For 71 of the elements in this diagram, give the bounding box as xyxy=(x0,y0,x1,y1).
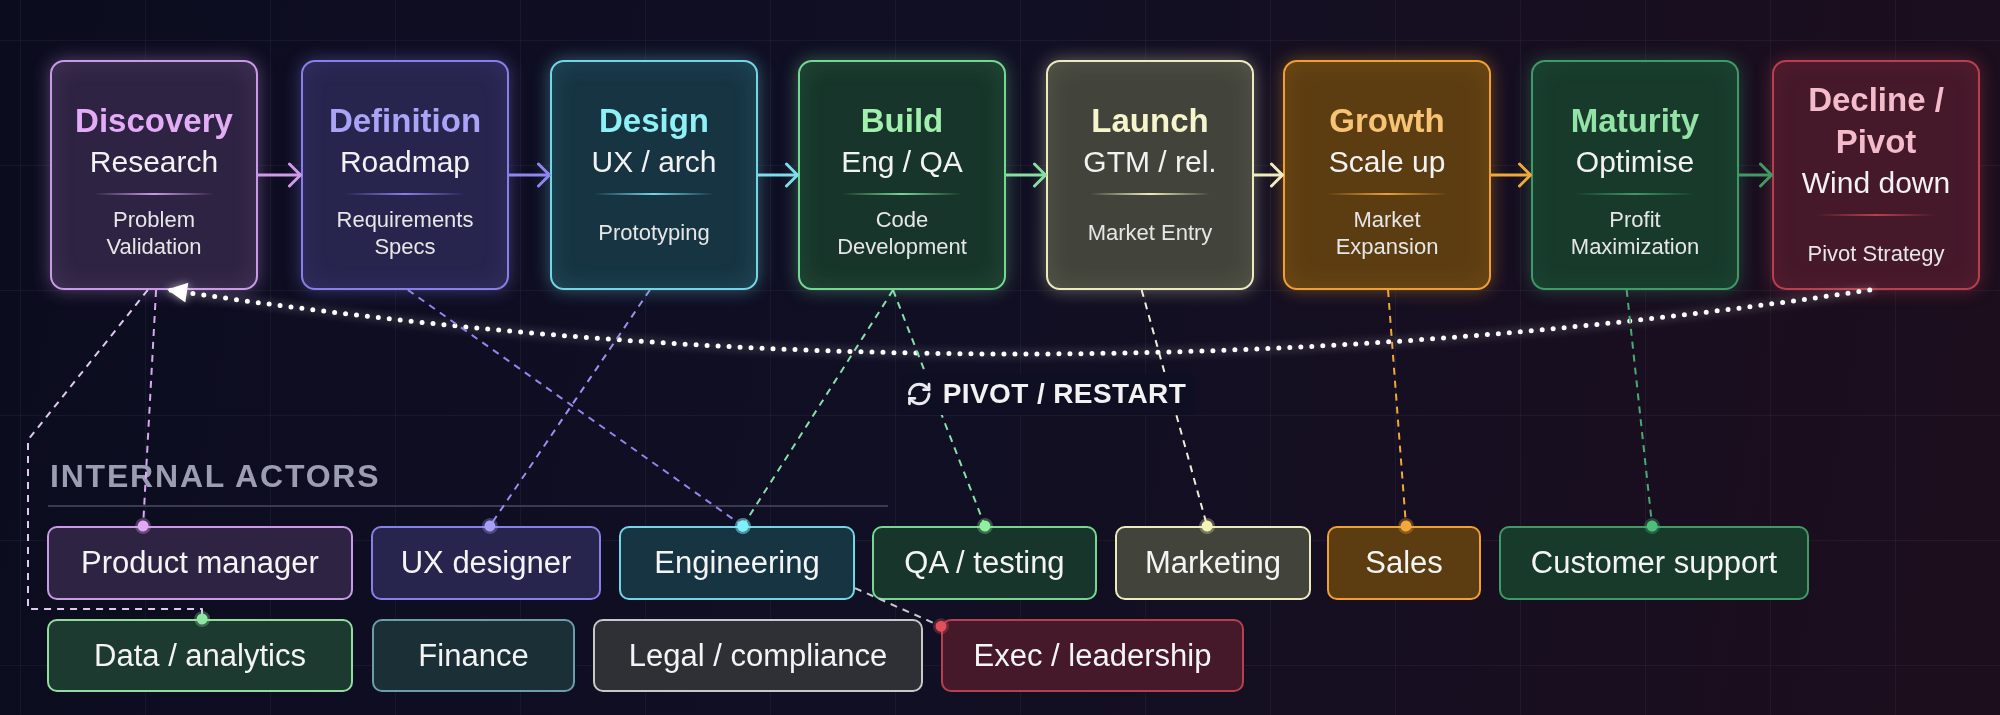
dashed-connector xyxy=(1387,289,1414,534)
stage-subtitle: Optimise xyxy=(1575,143,1695,180)
stage-description: Pivot Strategy xyxy=(1807,240,1945,267)
stage-card xyxy=(550,60,758,290)
arrow xyxy=(1006,162,1047,188)
arrow xyxy=(758,162,799,188)
stage-subtitle: GTM / rel. xyxy=(1083,143,1217,180)
stage-subtitle: Roadmap xyxy=(339,143,471,180)
dashed-connector xyxy=(854,587,949,635)
actor-card xyxy=(47,619,353,692)
actor-card xyxy=(47,526,353,600)
stage-title: Build xyxy=(860,100,944,141)
arrow xyxy=(1491,162,1532,188)
actor-name: QA / testing xyxy=(904,544,1065,582)
actor-card xyxy=(941,619,1244,692)
arrow xyxy=(1254,162,1284,188)
stage-card xyxy=(1283,60,1491,290)
actor-card xyxy=(371,526,601,600)
stage-card xyxy=(301,60,509,290)
dashed-connector xyxy=(27,289,211,627)
actor-card xyxy=(1327,526,1481,600)
actor-name: Legal / compliance xyxy=(628,636,888,675)
stage-title: Design xyxy=(599,100,709,141)
actor-name: UX designer xyxy=(400,544,572,582)
actor-card xyxy=(372,619,575,692)
dashed-connector xyxy=(135,289,158,534)
arrow xyxy=(509,162,551,188)
stage-description: Requirements Specs xyxy=(335,205,475,260)
stage-subtitle: UX / arch xyxy=(591,143,717,180)
stage-subtitle: Eng / QA xyxy=(841,143,963,180)
stage-description: Market Expansion xyxy=(1334,205,1440,260)
stage-title: Discovery xyxy=(75,100,233,141)
edge-label: PIVOT / RESTART xyxy=(942,377,1187,411)
stage-subtitle: Research xyxy=(89,143,219,180)
actor-card xyxy=(619,526,855,600)
stage-card xyxy=(798,60,1006,290)
stage-description: Prototyping xyxy=(598,219,710,246)
stage-description: Market Entry xyxy=(1087,219,1213,246)
section-heading: INTERNAL ACTORS xyxy=(50,457,381,495)
actor-name: Data / analytics xyxy=(94,636,306,675)
stage-card xyxy=(1772,60,1980,290)
stage-card xyxy=(1046,60,1254,290)
actor-name: Exec / leadership xyxy=(973,636,1212,675)
arrow xyxy=(1739,162,1773,188)
stage-subtitle: Wind down xyxy=(1801,164,1951,201)
actor-card xyxy=(593,619,923,692)
stage-card xyxy=(1531,60,1739,290)
stage-title: Maturity xyxy=(1570,100,1700,141)
actor-name: Finance xyxy=(418,636,529,675)
stage-title: Growth xyxy=(1329,100,1445,141)
actor-card xyxy=(1115,526,1311,600)
actor-name: Marketing xyxy=(1144,544,1282,582)
arrow xyxy=(258,162,302,188)
actor-card xyxy=(1499,526,1809,600)
dashed-connector xyxy=(481,289,651,534)
actor-name: Customer support xyxy=(1530,544,1778,582)
stage-description: Problem Validation xyxy=(105,205,203,260)
dashed-connector xyxy=(1625,289,1661,534)
actor-name: Sales xyxy=(1365,544,1443,582)
dashed-connector xyxy=(734,289,895,534)
dotted-arrow xyxy=(167,282,1873,357)
stage-title: Definition xyxy=(328,100,482,141)
stage-description: Profit Maximization xyxy=(1569,205,1701,260)
stage-subtitle: Scale up xyxy=(1328,143,1446,180)
actor-name: Engineering xyxy=(654,544,820,582)
stage-title: Launch xyxy=(1091,100,1209,141)
stage-card xyxy=(50,60,258,290)
actor-card xyxy=(872,526,1097,600)
stage-description: Code Development xyxy=(836,205,968,260)
actor-name: Product manager xyxy=(81,544,319,582)
stage-title: Decline / Pivot xyxy=(1807,79,1945,162)
